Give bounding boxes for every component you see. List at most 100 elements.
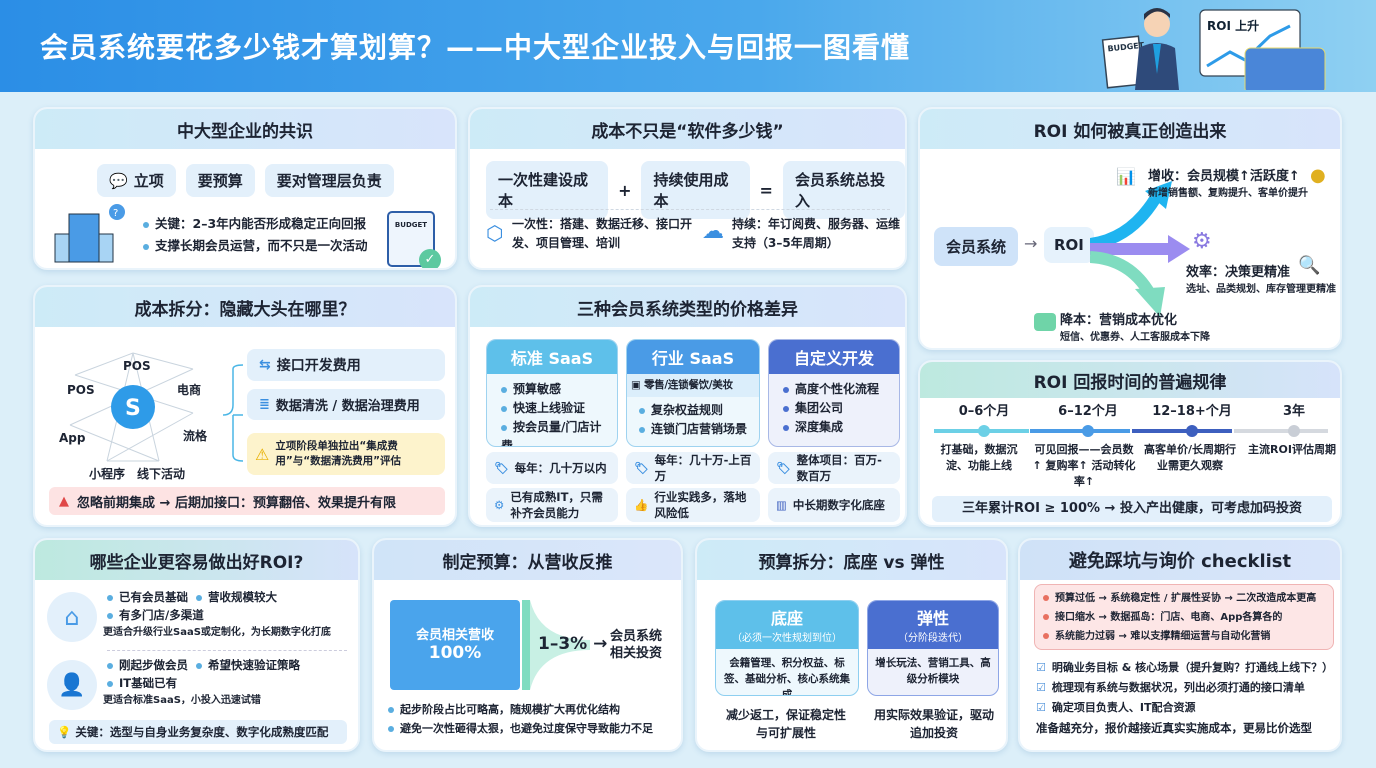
store-icon: ▣ [631, 379, 644, 391]
risk-list: 预算过低 → 系统稳定性 / 扩展性妥协 → 二次改造成本更高 接口缩水 → 数… [1034, 584, 1334, 650]
cost-card: 成本不只是“软件多少钱” 一次性建设成本 + 持续使用成本 = 会员系统总投入 … [468, 107, 907, 270]
bar-chart-icon: 📊 [1116, 167, 1136, 186]
budget-point: 起步阶段占比可略高，随规模扩大再优化结构 [388, 700, 653, 719]
plus-sign: + [618, 180, 632, 200]
storefront-icon: ⌂ [47, 592, 97, 642]
page-title: 会员系统要花多少钱才算划算？——中大型企业投入与回报一图看懂 [40, 31, 911, 64]
cubes-icon: ⬡ [486, 221, 504, 245]
cost-title-branch: 降本：营销成本优化 [1060, 313, 1178, 328]
stage-period: 3年 [1282, 404, 1306, 419]
cloud-calendar-icon: ☁ [702, 219, 724, 244]
tag-budget: 要预算 [185, 164, 255, 197]
type-custom-dev: 自定义开发 高度个性化流程集团公司深度集成 [768, 339, 900, 447]
growth-title: 增收：会员规模↑活跃度↑ [1148, 169, 1300, 184]
fit-card: 哪些企业更容易做出好ROI? ⌂ 已有会员基础 营收规模较大 有多门店/多渠道 … [33, 538, 360, 752]
consensus-title: 中大型企业的共识 [35, 109, 455, 149]
checklist-item[interactable]: ☑明确业务目标 & 核心场景（提升复购？打通线上线下？） [1036, 661, 1334, 674]
fit-custom: ▥中长期数字化底座 [768, 488, 900, 522]
fit-advice: 更适合标准SaaS，小投入迅速试错 [103, 695, 261, 706]
coins-icon: ● [1310, 165, 1326, 186]
fit-key: 💡 关键：选型与自身业务复杂度、数字化成熟度匹配 [49, 720, 347, 744]
fit-advice: 更适合升级行业SaaS或定制化，为长期数字化打底 [103, 627, 331, 638]
office-building-icon: ? [54, 204, 125, 263]
integration-warning: ▲忽略前期集成 → 后期加接口：预算翻倍、效果提升有限 [49, 487, 445, 515]
type-industry-saas: 行业 SaaS ▣ 零售/连锁餐饮/美妆 复杂权益规则连锁门店营销场景 [626, 339, 760, 447]
stage-marker [1288, 425, 1300, 437]
stage-period: 6–12个月 [1058, 404, 1118, 419]
budget-title: 制定预算：从营收反推 [374, 540, 681, 580]
stage-marker [1082, 425, 1094, 437]
one-time-cost: 一次性建设成本 [486, 161, 609, 219]
industry-point: 连锁门店营销场景 [639, 420, 747, 439]
total-investment: 会员系统总投入 [782, 161, 905, 219]
payback-card: ROI 回报时间的普遍规律 0–6个月 6–12个月 12–18+个月 3年 打… [918, 360, 1342, 527]
flex-block: 弹性（分阶段迭代） 增长玩法、营销工具、高级分析模块 [867, 600, 999, 696]
split-card: 预算拆分：底座 vs 弹性 底座（必须一次性规划到位） 会籍管理、积分权益、标签… [695, 538, 1008, 752]
tag-approval: 💬立项 [97, 164, 176, 197]
checklist-title: 避免踩坑与询价 checklist [1020, 540, 1340, 580]
alert-icon: ▲ [59, 493, 69, 509]
checklist-item[interactable]: ☑梳理现有系统与数据状况，列出必须打通的接口清单 [1036, 681, 1305, 694]
member-hub-logo [111, 385, 155, 429]
stage-marker [1186, 425, 1198, 437]
split-title: 预算拆分：底座 vs 弹性 [697, 540, 1006, 580]
database-icon: ≣ [259, 397, 270, 412]
investment-target: 会员系统相关投资 [610, 629, 663, 661]
fit-industry: 👍行业实践多，落地风险低 [626, 488, 760, 522]
fit-point: 有多门店/多渠道 [107, 606, 357, 624]
cost-arrow [1090, 251, 1156, 298]
fit-title: 哪些企业更容易做出好ROI? [35, 540, 358, 580]
businessman-illustration: BUDGET ROI 上升 [1101, 8, 1326, 90]
price-industry: 🏷每年：几十万-上百万 [626, 452, 760, 484]
checklist-footer: 准备越充分，报价越接近真实实施成本，更易比价选型 [1036, 721, 1312, 735]
roi-creation-title: ROI 如何被真正创造出来 [920, 109, 1340, 149]
risk-item: 预算过低 → 系统稳定性 / 扩展性妥协 → 二次改造成本更高 [1043, 589, 1325, 608]
price-tag-icon: 🏷 [634, 461, 649, 475]
data-cleaning-cost: ≣数据清洗 / 数据治理费用 [247, 389, 445, 420]
budget-clipboard-icon: BUDGET ✓ [387, 211, 441, 268]
type-standard-saas: 标准 SaaS 预算敏感快速上线验证按会员量/门店计费 [486, 339, 618, 447]
roi-branch-arrows [1090, 181, 1190, 317]
industry-tag: ▣ 零售/连锁餐饮/美妆 [627, 374, 759, 397]
chat-bubble-icon: 💬 [109, 171, 128, 190]
roi-board-label: ROI 上升 [1207, 18, 1259, 33]
checkbox-checked-icon: ☑ [1036, 661, 1046, 674]
wallet-icon [1034, 313, 1056, 331]
consensus-card: 中大型企业的共识 💬立项 要预算 要对管理层负责 ? 关键：2–3年内能否形成稳… [33, 107, 457, 270]
gear-icon: ⚙ [494, 498, 505, 512]
user-coin-icon: 👤 [47, 660, 97, 710]
node-pos-cart: POS [67, 383, 95, 397]
node-offline: 线下活动 [137, 467, 186, 481]
warning-icon: ⚠ [255, 444, 270, 464]
base-block: 底座（必须一次性规划到位） 会籍管理、积分权益、标签、基础分析、核心系统集成 [715, 600, 859, 696]
cost-title: 成本不只是“软件多少钱” [470, 109, 905, 149]
system-types-title: 三种会员系统类型的价格差异 [470, 287, 905, 327]
svg-text:S: S [125, 396, 141, 421]
budget-doc-label: BUDGET [1107, 41, 1145, 54]
risk-item: 接口缩水 → 数据孤岛：门店、电商、App各算各的 [1043, 608, 1325, 627]
risk-item: 系统能力过弱 → 难以支撑精细运营与自动化营销 [1043, 627, 1325, 646]
ongoing-cost: 持续使用成本 [641, 161, 750, 219]
interface-dev-cost: ⇆接口开发费用 [247, 349, 445, 381]
node-app: App [59, 431, 86, 445]
stage-desc: 打基础，数据沉淀、功能上线 [940, 443, 1018, 472]
checklist-card: 避免踩坑与询价 checklist 预算过低 → 系统稳定性 / 扩展性妥协 →… [1018, 538, 1342, 752]
consensus-point: 关键：2–3年内能否形成稳定正向回报 [143, 213, 368, 235]
flex-note: 用实际效果验证，驱动追加投资 [873, 708, 994, 740]
budget-point: 避免一次性砸得太狠，也避免过度保守导致能力不足 [388, 719, 653, 738]
roi-node: ROI [1044, 227, 1094, 263]
breakdown-card: 成本拆分：隐藏大头在哪里？ S POS POS 电商 流格 线下活动 小程序 A… [33, 285, 457, 527]
system-types-card: 三种会员系统类型的价格差异 标准 SaaS 预算敏感快速上线验证按会员量/门店计… [468, 285, 907, 527]
stage-period: 12–18+个月 [1152, 404, 1232, 419]
price-custom: 🏷整体项目：百万-数百万 [768, 452, 900, 484]
lightbulb-icon: 💡 [57, 725, 72, 739]
bracket-arrows [223, 364, 244, 462]
checklist-item[interactable]: ☑确定项目负责人、IT配合资源 [1036, 701, 1196, 714]
funnel-shape [530, 600, 590, 690]
checkbox-checked-icon: ☑ [1036, 681, 1046, 694]
header-banner: 会员系统要花多少钱才算划算？——中大型企业投入与回报一图看懂 BUDGET RO… [0, 0, 1376, 92]
arrow-right-icon: → [1024, 234, 1038, 253]
price-tag-icon: 🏷 [776, 461, 791, 475]
